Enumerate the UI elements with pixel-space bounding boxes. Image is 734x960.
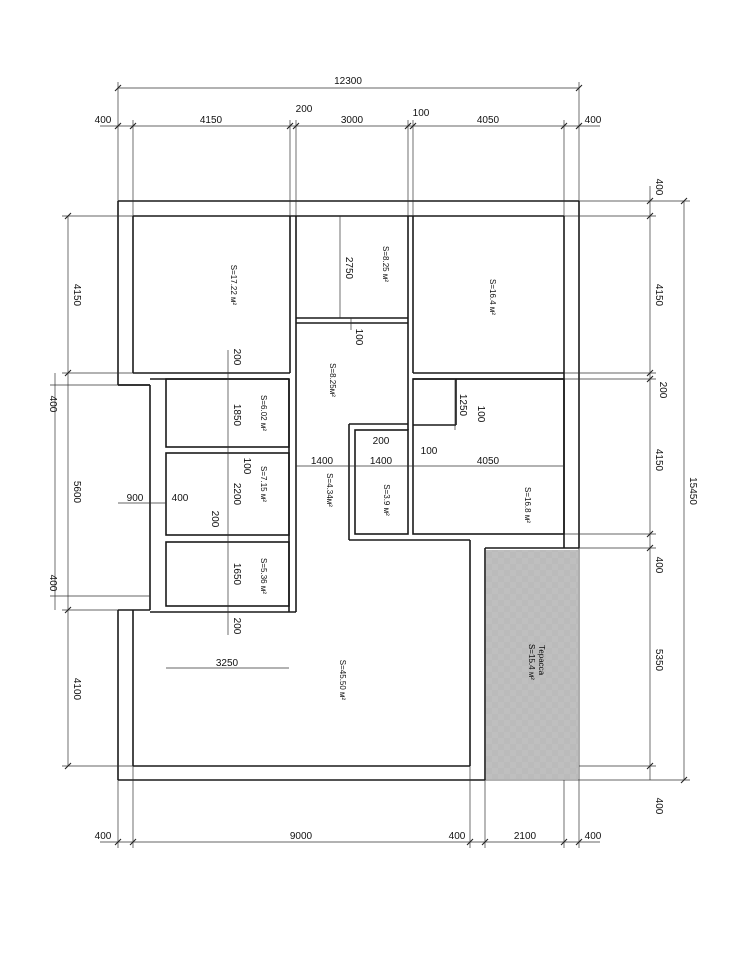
dim-inner-4050: 4050 [477, 456, 500, 467]
interior-walls [118, 216, 565, 613]
dim-inner-400: 400 [172, 493, 189, 504]
dim-bottom-5: 400 [585, 831, 602, 842]
room-area-label: S=5.36 м² [259, 558, 268, 594]
dim-right-5: 400 [653, 557, 664, 574]
dim-right-4: 4150 [653, 449, 664, 472]
dim-top-3: 200 [296, 104, 313, 115]
room-area-label: S=3.9 м² [382, 484, 391, 516]
terrace-hatch [486, 550, 578, 779]
dim-inner-3250: 3250 [216, 658, 239, 669]
dim-right-7: 400 [653, 798, 664, 815]
dim-overall-height: 15450 [687, 477, 698, 505]
room-area-label: S=17.22 м² [229, 265, 238, 306]
room-labels: S=17.22 м² S=8.25 м² S=16.4 м² S=8.25м² … [229, 246, 546, 701]
room-area-label: S=4.34м² [325, 473, 334, 507]
dim-left-1: 4150 [71, 284, 82, 307]
dim-right-2: 4150 [653, 284, 664, 307]
terrace-name: Терасса [537, 645, 546, 676]
dimension-lines [50, 82, 690, 848]
dim-inner-200d: 200 [373, 436, 390, 447]
dim-top-4: 3000 [341, 115, 364, 126]
dim-inner-2200: 2200 [231, 483, 242, 506]
dim-top-1: 400 [95, 115, 112, 126]
room-area-label: S=16.4 м² [488, 279, 497, 315]
dim-right-6: 5350 [653, 649, 664, 672]
dim-inner-2750: 2750 [343, 257, 354, 280]
dimension-labels: 12300 400 4150 200 3000 100 4050 400 400… [47, 76, 698, 842]
dim-right-3: 200 [657, 382, 668, 399]
dimension-ticks [64, 84, 688, 846]
dim-bottom-3: 400 [449, 831, 466, 842]
dim-left-5: 4100 [71, 678, 82, 701]
room-area-label: S=45.50 м² [338, 660, 347, 701]
room-area-label: S=7.15 м² [259, 466, 268, 502]
dim-inner-900: 900 [127, 493, 144, 504]
dim-inner-200c: 200 [231, 618, 242, 635]
room-area-label: S=8.25 м² [381, 246, 390, 282]
dim-inner-100d: 100 [475, 406, 486, 423]
dim-overall-width: 12300 [334, 76, 362, 87]
dim-inner-1650: 1650 [231, 563, 242, 586]
dim-bottom-4: 2100 [514, 831, 537, 842]
dim-inner-200b: 200 [209, 511, 220, 528]
dim-right-1: 400 [653, 179, 664, 196]
dim-top-2: 4150 [200, 115, 223, 126]
room-area-label: S=8.25м² [328, 363, 337, 397]
dim-top-5: 100 [413, 108, 430, 119]
room-area-label: S=16.8 м² [523, 487, 532, 523]
dim-inner-1850: 1850 [231, 404, 242, 427]
dim-left-2: 400 [47, 396, 58, 413]
dim-top-7: 400 [585, 115, 602, 126]
dim-inner-1250: 1250 [457, 394, 468, 417]
dim-inner-100c: 100 [421, 446, 438, 457]
dim-inner-200a: 200 [231, 349, 242, 366]
dim-left-3: 5600 [71, 481, 82, 504]
dim-inner-1400b: 1400 [370, 456, 393, 467]
room-area-label: S=6.02 м² [259, 395, 268, 431]
dim-left-4: 400 [47, 575, 58, 592]
dim-inner-100b: 100 [241, 458, 252, 475]
dim-bottom-2: 9000 [290, 831, 313, 842]
dim-inner-100a: 100 [353, 329, 364, 346]
dim-top-6: 4050 [477, 115, 500, 126]
terrace-area: S=15.4 м² [527, 644, 536, 680]
dim-inner-1400a: 1400 [311, 456, 334, 467]
dim-bottom-1: 400 [95, 831, 112, 842]
